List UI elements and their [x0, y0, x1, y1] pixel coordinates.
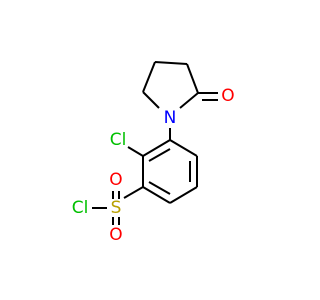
- bond-ring5-c4-n: [142, 91, 160, 109]
- bond-ring5-c3-c4: [142, 61, 156, 93]
- bond-benzene-3: [142, 186, 171, 204]
- bond-ring5-c1-c2: [186, 63, 199, 94]
- atom-label-sulfonyl-chlorine: Cl: [72, 198, 89, 218]
- bond-benzene-inner-2: [148, 181, 171, 195]
- atom-label-sulfur: S: [111, 198, 122, 218]
- bond-benzene-1: [142, 139, 171, 157]
- bond-benzene-sulfur: [123, 186, 144, 199]
- atom-label-sulfonyl-oxygen-top: O: [109, 170, 122, 190]
- atom-label-carbonyl-oxygen: O: [221, 86, 234, 106]
- molecule-structure-diagram: O N Cl S O O Cl: [72, 61, 235, 245]
- atom-label-sulfonyl-oxygen-bottom: O: [109, 225, 122, 245]
- atom-label-nitrogen: N: [164, 108, 177, 128]
- bond-ring5-c1-n: [179, 92, 199, 109]
- bond-ring-chlorine: [127, 146, 144, 157]
- bond-benzene-4: [169, 186, 198, 204]
- bond-benzene-6: [169, 139, 198, 157]
- bond-benzene-inner-1: [148, 148, 171, 162]
- bond-ring5-c2-c3: [154, 61, 188, 65]
- atom-label-ring-chlorine: Cl: [110, 130, 127, 150]
